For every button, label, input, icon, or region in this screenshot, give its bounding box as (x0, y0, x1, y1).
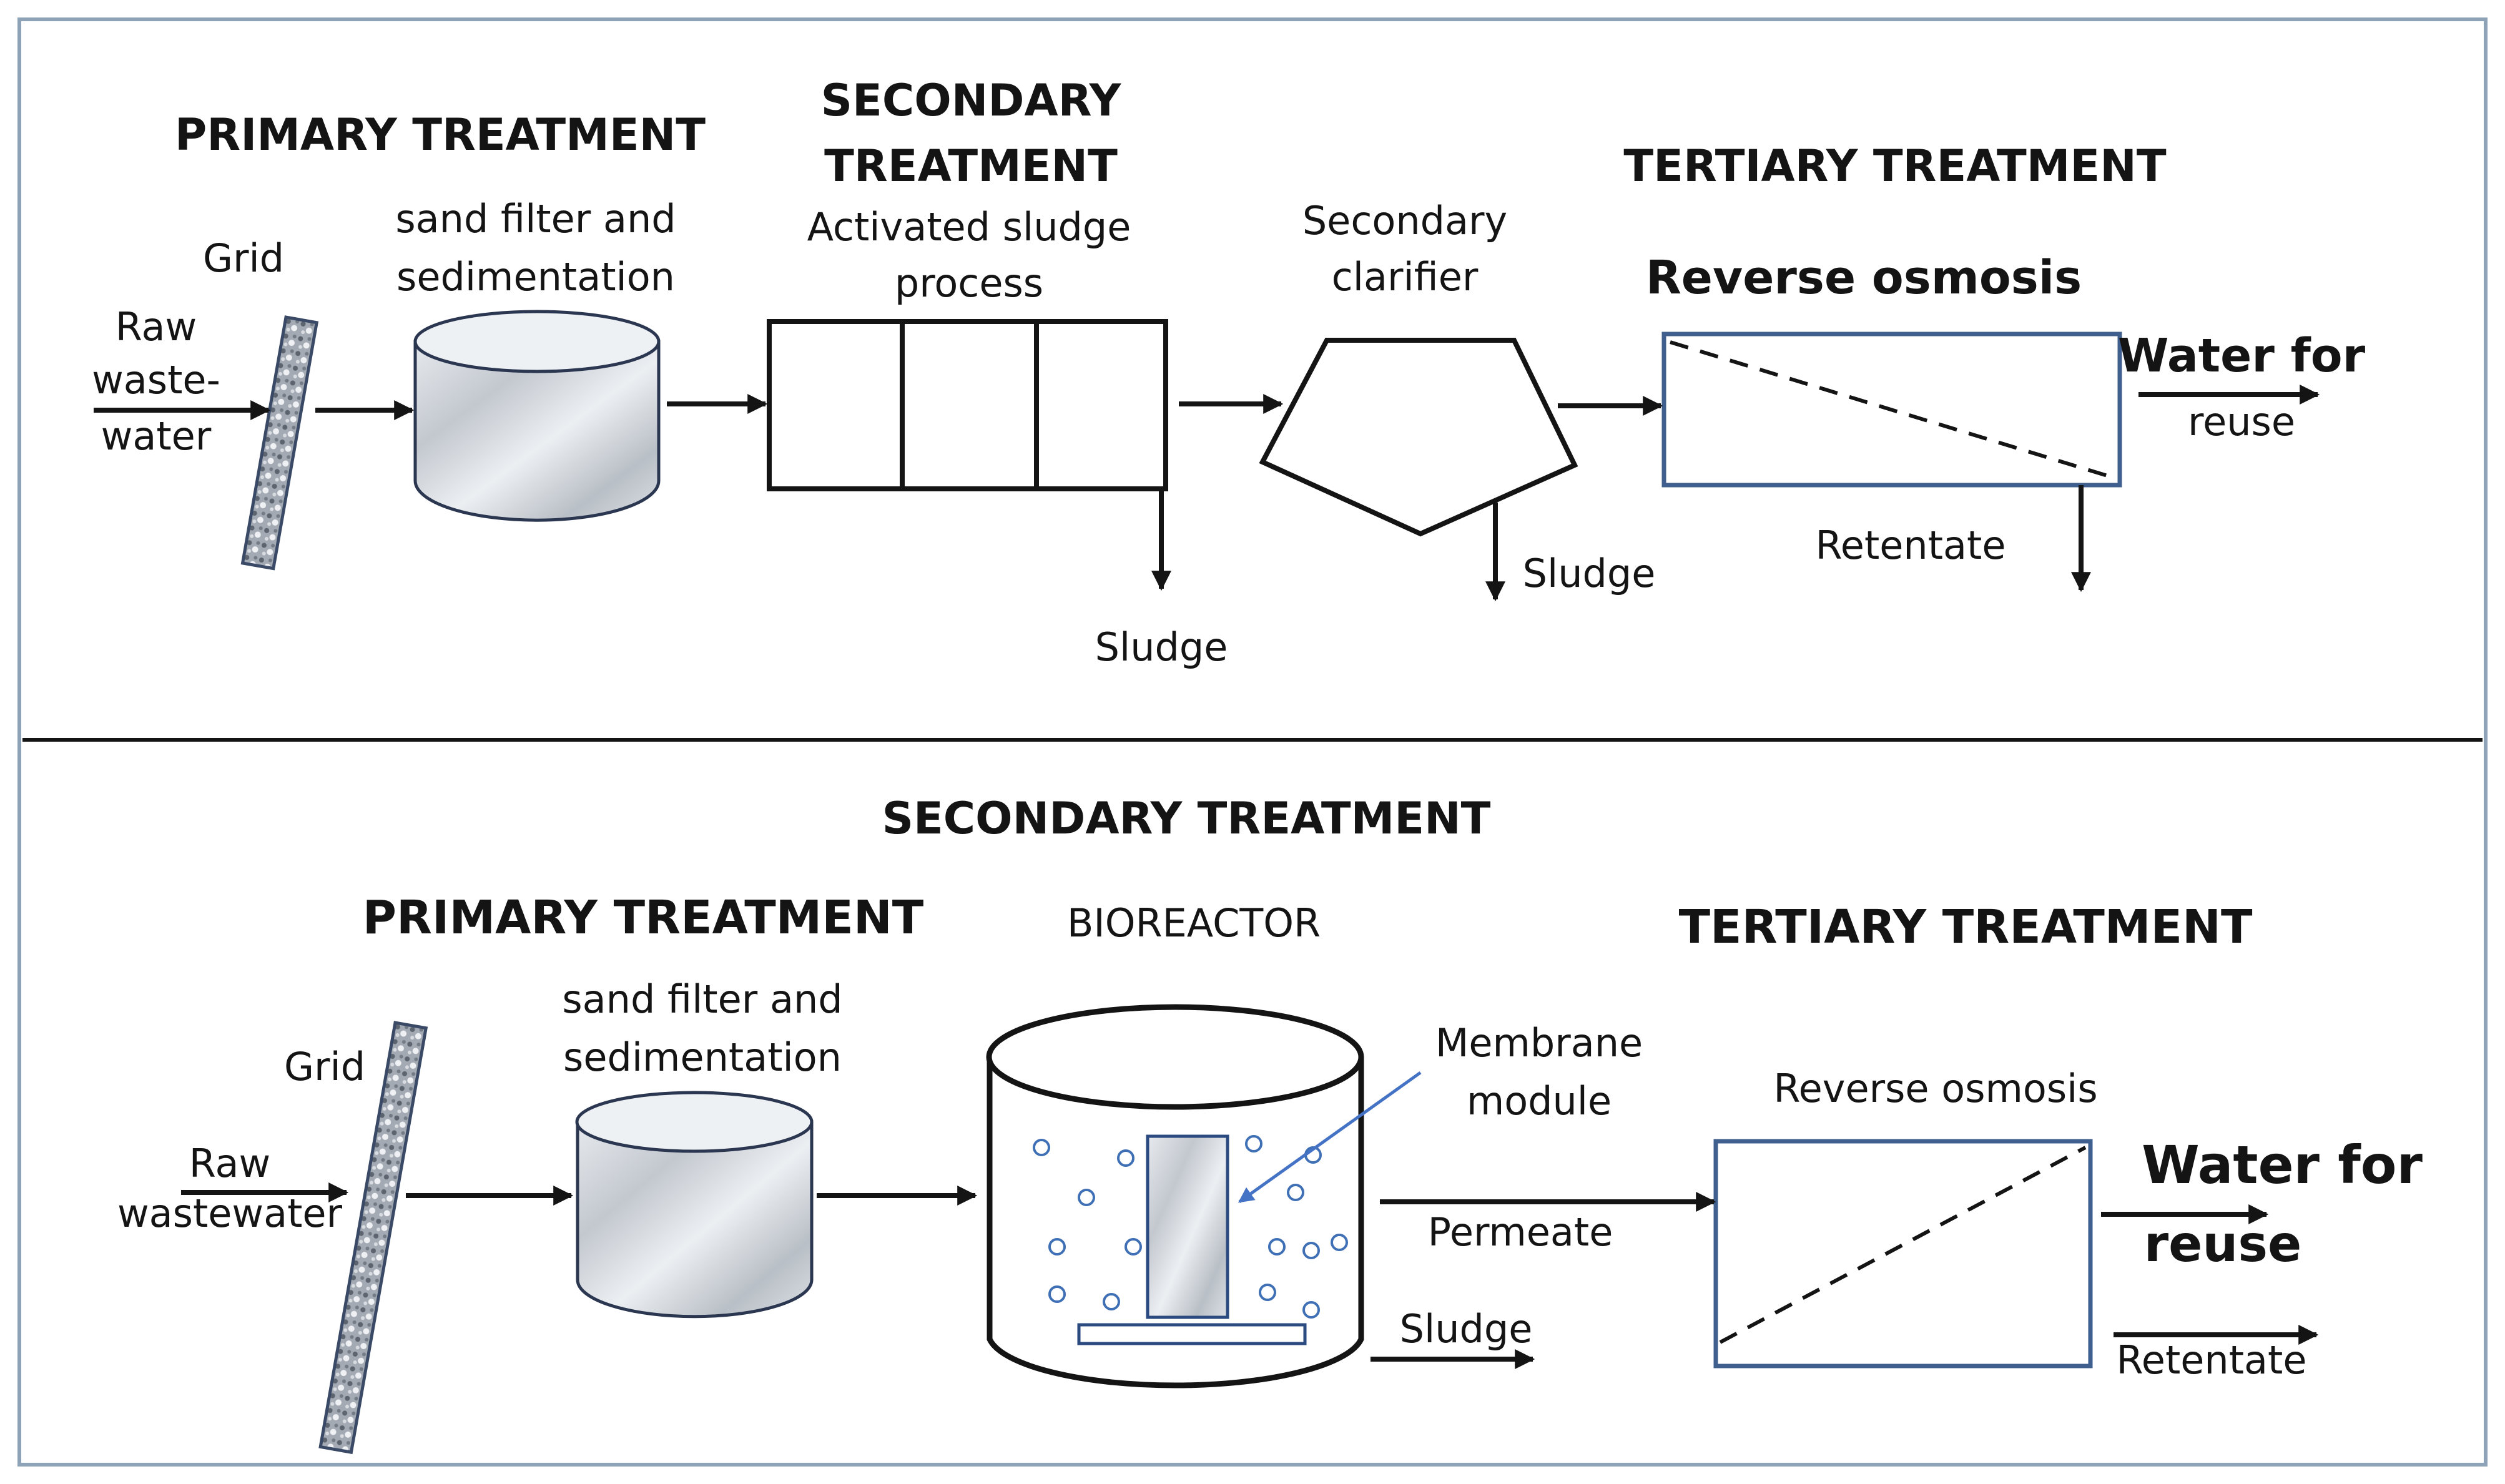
top-retentate-label: Retentate (1816, 523, 2006, 568)
bottom-water-label-line1: Water for (2142, 1134, 2423, 1196)
top-raw-line3: water (101, 413, 212, 459)
bottom-ro-membrane (1719, 1146, 2087, 1344)
top-panel: PRIMARY TREATMENT SECONDARY TREATMENT TE… (92, 75, 2366, 670)
top-water-label-line2: reuse (2188, 399, 2295, 445)
membrane-label-line2: module (1467, 1078, 1612, 1124)
top-sludge2-label: Sludge (1523, 551, 1656, 596)
top-tertiary-heading: TERTIARY TREATMENT (1623, 140, 2166, 192)
bottom-retentate-label: Retentate (2117, 1337, 2307, 1383)
bottom-tertiary-heading: TERTIARY TREATMENT (1679, 900, 2253, 954)
bottom-secondary-heading: SECONDARY TREATMENT (882, 793, 1491, 844)
outer-frame (17, 17, 2488, 1467)
top-grid-label: Grid (203, 235, 284, 281)
top-clarifier-label-line2: clarifier (1332, 254, 1479, 300)
bottom-raw-line1: Raw (189, 1141, 270, 1186)
top-secondary-heading-line1: SECONDARY (821, 75, 1122, 126)
bottom-water-label-line2: reuse (2144, 1215, 2302, 1273)
aerator-diffuser (1077, 1323, 1307, 1345)
bottom-sand-label-line2: sedimentation (563, 1034, 842, 1080)
bottom-bioreactor-label: BIOREACTOR (1067, 900, 1321, 946)
top-activated-sludge-tank (767, 319, 1168, 491)
bottom-ro-label: Reverse osmosis (1773, 1066, 2097, 1111)
membrane-module (1146, 1134, 1229, 1319)
bottom-raw-line2: wastewater (117, 1191, 343, 1236)
top-grid-screen (240, 315, 319, 571)
bottom-permeate-label: Permeate (1428, 1209, 1613, 1255)
bottom-primary-heading: PRIMARY TREATMENT (363, 891, 924, 945)
top-sand-filter-tank (413, 310, 661, 522)
bottom-grid-label: Grid (284, 1044, 365, 1089)
top-ro-membrane (1670, 340, 2114, 479)
membrane-pointer-arrow (1238, 1071, 1422, 1204)
top-activated-label-line2: process (895, 260, 1043, 306)
top-ro-label: Reverse osmosis (1646, 251, 2082, 305)
top-sand-label-line1: sand filter and (395, 196, 676, 242)
top-water-label-line1: Water for (2118, 329, 2366, 383)
bottom-sludge-label: Sludge (1400, 1306, 1533, 1352)
bottom-panel: SECONDARY TREATMENT PRIMARY TREATMENT BI… (117, 793, 2423, 1455)
top-raw-line1: Raw (116, 304, 197, 350)
top-sludge1-label: Sludge (1095, 624, 1228, 670)
top-sand-label-line2: sedimentation (396, 254, 675, 300)
membrane-label-line1: Membrane (1435, 1020, 1643, 1066)
bottom-sand-label-line1: sand filter and (562, 976, 842, 1022)
top-secondary-heading-line2: TREATMENT (824, 140, 1118, 192)
top-raw-line2: waste- (92, 357, 220, 403)
top-activated-label-line1: Activated sludge (807, 204, 1131, 250)
bottom-grid-screen (318, 1021, 428, 1455)
top-clarifier-label-line1: Secondary (1302, 198, 1507, 243)
air-bubbles (1033, 1135, 1348, 1319)
top-secondary-clarifier (1259, 338, 1578, 537)
bottom-sand-filter-tank (575, 1091, 814, 1319)
top-primary-heading: PRIMARY TREATMENT (175, 109, 706, 160)
